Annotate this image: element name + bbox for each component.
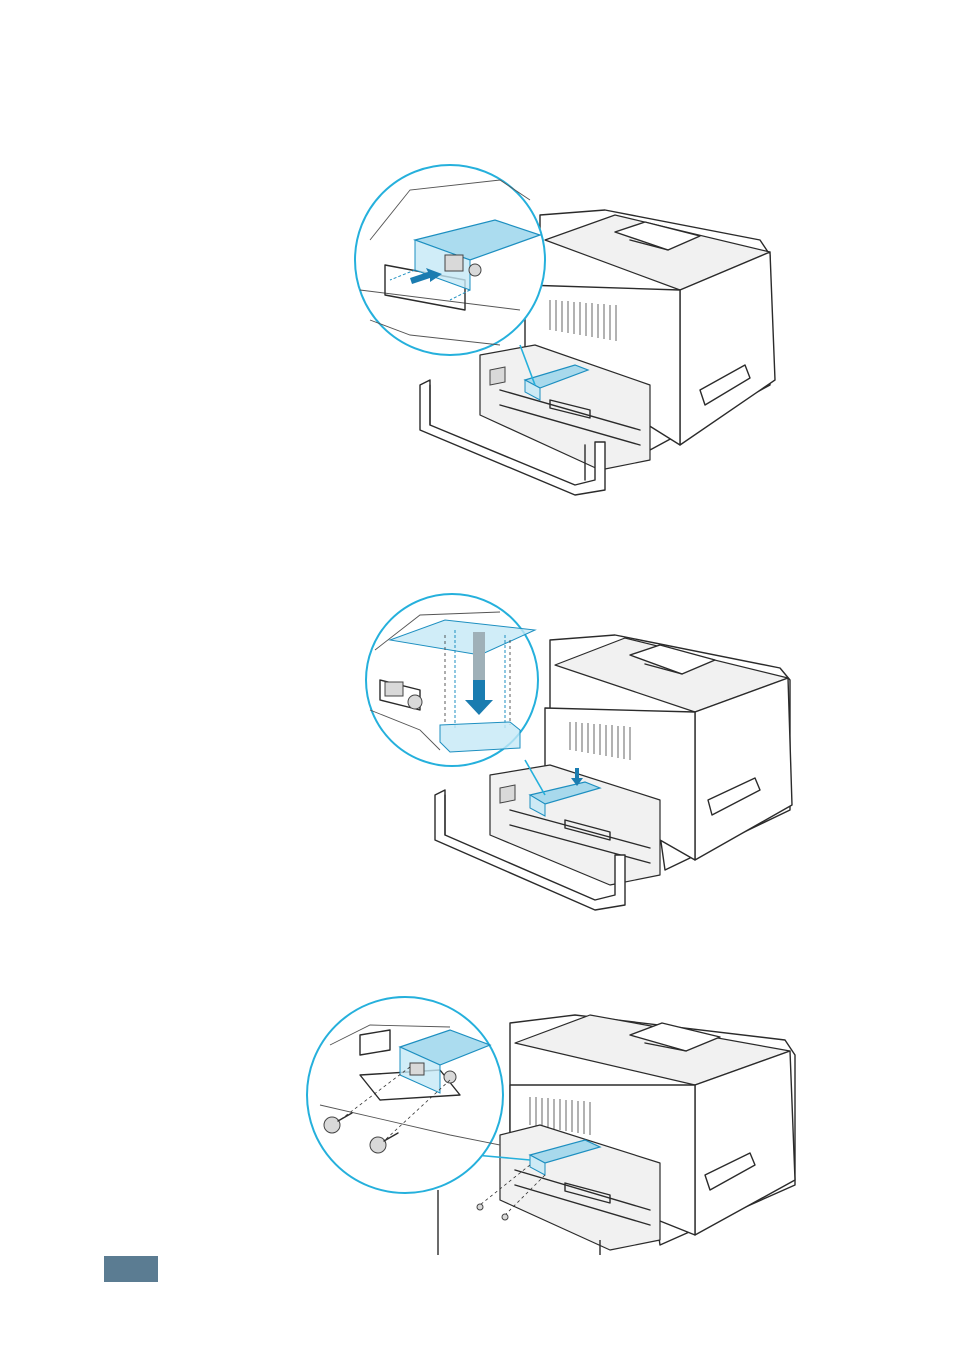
printer-illustration-1 [350,160,790,500]
figure-card-insert [360,590,800,920]
printer-illustration-3 [300,985,800,1255]
figure-card-screws [300,985,800,1255]
printer-illustration-2 [360,590,800,920]
figure-card-slide [350,160,790,500]
page-number-badge [104,1256,158,1282]
